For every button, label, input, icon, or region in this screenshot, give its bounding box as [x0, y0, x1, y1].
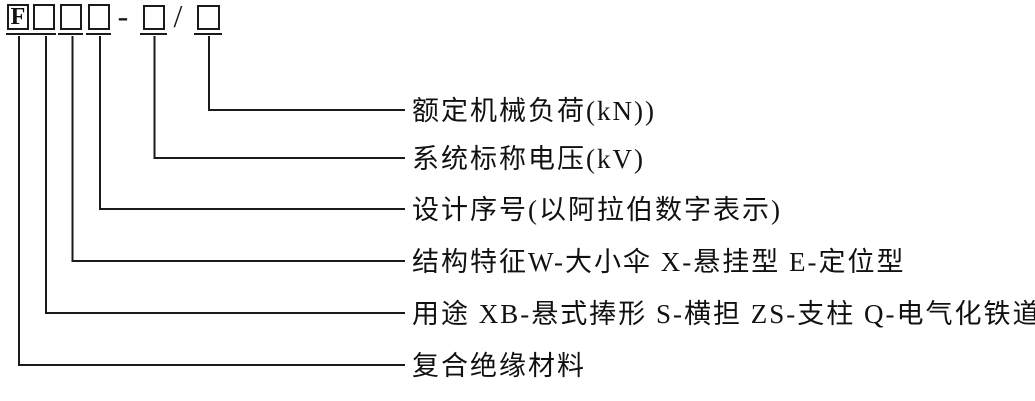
code-box-usage: [33, 4, 55, 30]
leader-line-voltage: [153, 36, 405, 159]
leader-line-design-serial: [99, 36, 405, 210]
leader-line-material: [18, 36, 405, 366]
code-box-underline: [86, 33, 111, 35]
code-box-mechanical-load: [197, 5, 220, 30]
code-separator-dash: -: [117, 0, 129, 34]
code-box-design-serial: [88, 4, 110, 30]
leader-line-usage: [45, 36, 405, 314]
label-design-serial-number: 设计序号(以阿拉伯数字表示): [412, 194, 782, 225]
label-usage: 用途 XB-悬式捧形 S-横担 ZS-支柱 Q-电气化铁道: [412, 298, 1035, 329]
code-box-underline: [140, 33, 167, 35]
code-box-underline: [194, 33, 222, 35]
label-system-nominal-voltage: 系统标称电压(kV): [412, 143, 645, 174]
leader-line-mechanical-load: [208, 36, 405, 111]
code-box-structure: [60, 4, 82, 30]
code-separator-slash: /: [173, 0, 183, 34]
code-box-underline: [6, 33, 31, 35]
code-box-voltage: [143, 5, 165, 30]
label-rated-mechanical-load: 额定机械负荷(kN)): [412, 95, 656, 126]
leader-line-structure: [71, 36, 405, 262]
code-box-underline: [58, 33, 83, 35]
code-box-underline: [31, 33, 56, 35]
label-composite-insulating-material: 复合绝缘材料: [412, 350, 586, 381]
code-box-material: F: [7, 4, 29, 30]
code-prefix-letter: F: [10, 4, 26, 30]
label-structural-features: 结构特征W-大小伞 X-悬挂型 E-定位型: [412, 246, 906, 277]
